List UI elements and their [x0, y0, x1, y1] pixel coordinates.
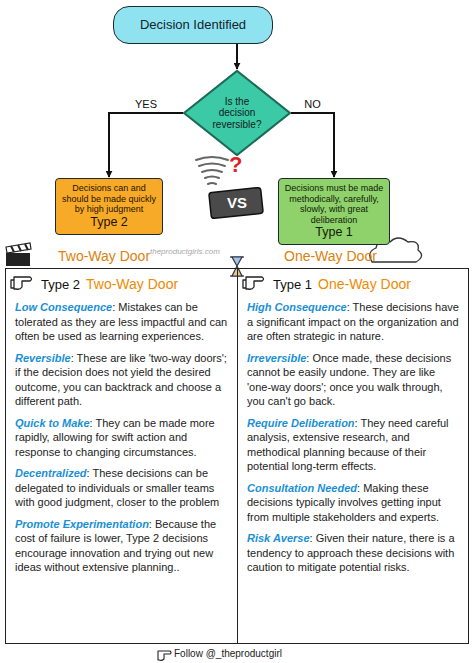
property-item: Low Consequence: Mistakes can be tolerat… [15, 300, 228, 344]
door-label: Two-Way Door [58, 248, 150, 264]
property-item: Reversible: These are like 'two-way door… [15, 351, 228, 409]
property-name: Promote Experimentation [15, 518, 149, 530]
property-item: Promote Experimentation: Because the cos… [15, 517, 228, 575]
vs-text: VS [216, 194, 258, 211]
edge-label: NO [302, 98, 323, 110]
property-name: Low Consequence [15, 301, 112, 313]
door-title: Two-Way Door [86, 276, 178, 292]
node-text: Decisions must be made methodically, car… [284, 183, 384, 225]
property-item: Irreversible: Once made, these decisions… [247, 351, 459, 409]
type-label: Type 1 [273, 277, 312, 292]
property-name: Risk Averse [247, 532, 310, 544]
edge-label: YES [133, 98, 159, 110]
property-item: Quick to Make: They can be made more rap… [15, 416, 228, 460]
question-mark: ? [229, 152, 242, 177]
property-name: Require Deliberation [247, 417, 355, 429]
type1-box: Decisions must be made methodically, car… [278, 178, 390, 245]
column-heading: Type 1 One-Way Door [247, 275, 459, 293]
diamond-shape [184, 71, 290, 155]
pointing-hand-icon [243, 277, 264, 289]
pointing-hand-icon [158, 651, 171, 660]
node-text: Decision Identified [140, 17, 246, 32]
property-name: Quick to Make [15, 417, 90, 429]
node-text: Decisions can and should be made quickly… [61, 183, 157, 215]
watermark: theproductgirls.com [150, 247, 220, 256]
property-item: High Consequence: These decisions have a… [247, 300, 459, 344]
flow-arrow [291, 113, 334, 177]
door-title: One-Way Door [318, 276, 411, 292]
vs-badge [209, 187, 263, 218]
property-name: Decentralized [15, 467, 87, 479]
flow-arrow [109, 113, 183, 177]
decision-diamond: Is the decision reversible? [183, 70, 291, 156]
footer-credit: Follow @_theproductgirl [174, 648, 282, 660]
node-heading: Type 2 [90, 215, 128, 230]
property-name: Irreversible [247, 352, 306, 364]
type1-column: Type 1 One-Way DoorHigh Consequence: Thes… [237, 268, 469, 644]
pointing-hand-icon [11, 277, 32, 289]
tornado-icon [196, 157, 228, 184]
clapperboard-icon [6, 243, 31, 266]
column-heading: Type 2 Two-Way Door [15, 275, 228, 293]
property-item: Decentralized: These decisions can be de… [15, 466, 228, 510]
property-name: Consultation Needed [247, 482, 357, 494]
property-item: Consultation Needed: Making these decisi… [247, 481, 459, 525]
property-item: Risk Averse: Given their nature, there i… [247, 531, 459, 575]
property-name: Reversible [15, 352, 71, 364]
door-label: One-Way Door [284, 248, 377, 264]
property-name: High Consequence [247, 301, 347, 313]
type-label: Type 2 [41, 277, 80, 292]
node-heading: Type 1 [315, 225, 353, 240]
type2-box: Decisions can and should be made quickly… [55, 178, 163, 235]
start-box: Decision Identified [113, 6, 273, 44]
type2-column: Type 2 Two-Way DoorLow Consequence: Mista… [5, 268, 238, 644]
decision-question: Is the decision reversible? [208, 96, 266, 131]
property-item: Require Deliberation: They need careful … [247, 416, 459, 474]
